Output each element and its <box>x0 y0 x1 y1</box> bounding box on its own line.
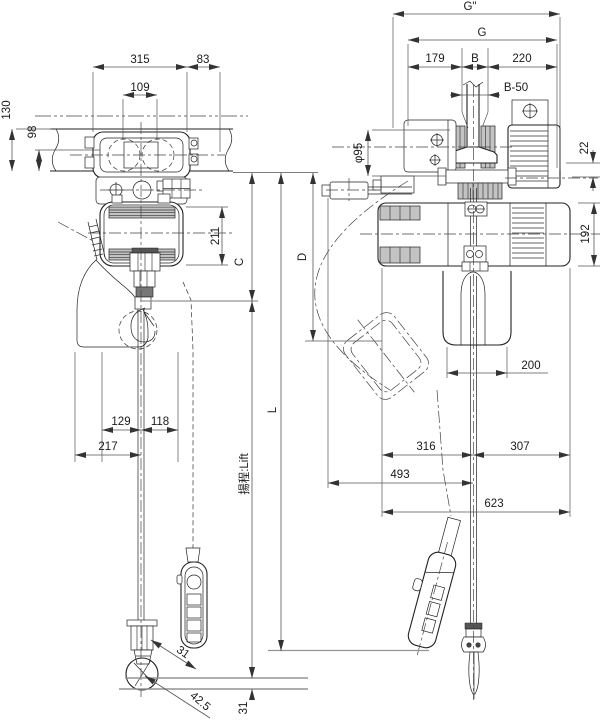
dim-200-label: 200 <box>521 360 540 372</box>
dim-118-label: 118 <box>151 416 169 428</box>
hook-raised-front <box>118 296 158 350</box>
dim-217-label: 217 <box>98 441 117 453</box>
dim-L-label: L <box>267 406 279 413</box>
dim-220-label: 220 <box>512 53 531 65</box>
trolley-top-view <box>84 131 199 179</box>
dim-42-5-label: 42.5 <box>187 690 212 714</box>
dim-B50-label: B-50 <box>504 82 528 94</box>
dim-31-floor-label: 31 <box>238 702 250 715</box>
dim-179-label: 179 <box>425 53 444 65</box>
load-chain-side <box>470 188 477 623</box>
dim-22-label: 22 <box>579 142 591 155</box>
chain-guide-front <box>129 247 161 298</box>
pendant-controller-front <box>176 281 208 649</box>
dim-211-label: 211 <box>210 227 222 245</box>
dim-C-label: C <box>234 258 246 266</box>
hook-bottom-side <box>461 622 486 699</box>
load-chain-front <box>137 297 145 622</box>
dim-129-label: 129 <box>111 416 130 428</box>
lift-range-label: 揚程:Lift <box>238 452 251 494</box>
chain-container-side <box>442 245 512 346</box>
suspension-plate-front <box>95 176 191 205</box>
extension-lines-side <box>305 17 600 517</box>
dim-623-label: 623 <box>484 498 503 510</box>
i-beam-section <box>461 80 489 147</box>
extension-lines-front <box>16 72 429 690</box>
container-swing-envelope <box>314 180 429 400</box>
dim-307-label: 307 <box>510 441 529 453</box>
dim-130-label: 130 <box>1 100 13 119</box>
hoist-body-side <box>377 201 571 267</box>
dim-109-label: 109 <box>130 82 149 94</box>
dim-G-label: G <box>478 27 487 39</box>
dim-83-label: 83 <box>197 54 210 66</box>
centerlines-side <box>332 85 600 700</box>
dim-493-label: 493 <box>390 469 409 481</box>
dim-316-label: 316 <box>416 441 435 453</box>
dim-phi95-label: φ95 <box>353 143 365 163</box>
centerlines-front <box>70 122 232 697</box>
dimensions-side: G" G 179 B 220 B-50 φ95 22 192 D 200 316… <box>297 1 600 517</box>
pendant-controller-side <box>407 389 461 657</box>
dim-98-label: 98 <box>27 126 39 139</box>
trolley-control-box <box>372 119 457 194</box>
trolley-motor-side <box>507 99 561 189</box>
dim-B-label: B <box>471 53 479 65</box>
front-view <box>35 115 248 697</box>
dimensions-front: 315 83 109 130 98 211 C 揚程:Lift L 129 11… <box>1 54 429 719</box>
suspension-gear-side <box>321 167 517 201</box>
dim-192-label: 192 <box>580 224 592 243</box>
side-view <box>314 80 600 700</box>
dim-D-label: D <box>297 253 309 261</box>
dim-315-label: 315 <box>130 54 149 66</box>
dim-G2-label: G" <box>463 1 476 13</box>
hook-bottom-front <box>125 619 159 691</box>
